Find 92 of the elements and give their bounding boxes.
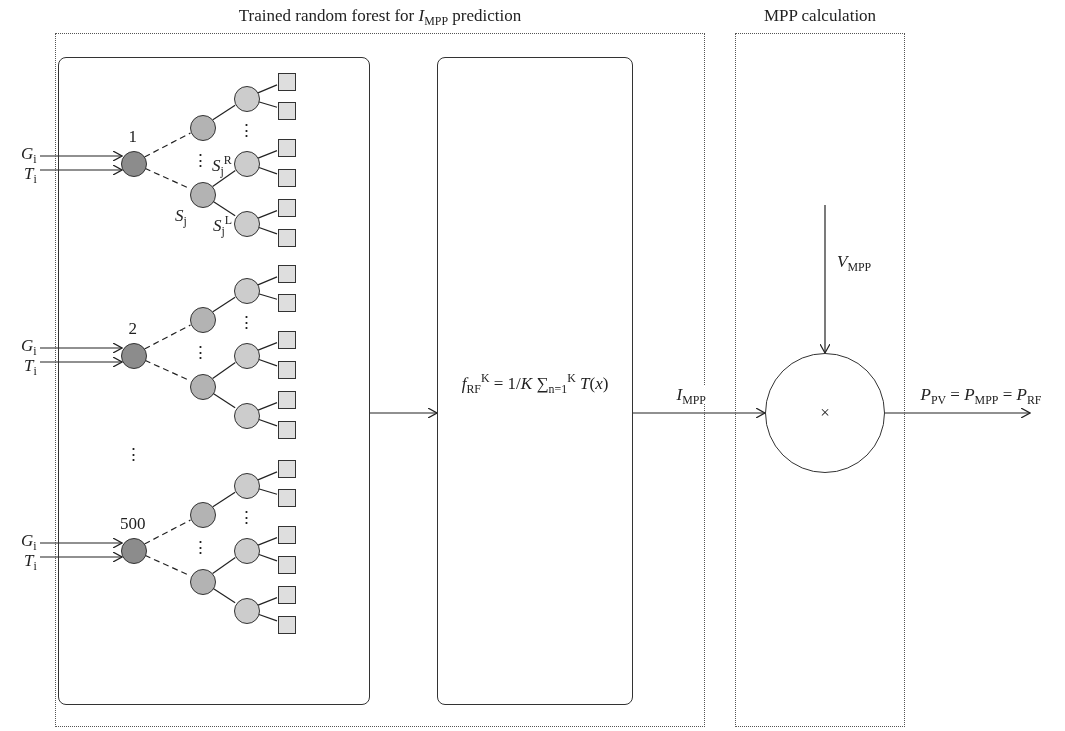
leaf-node-square bbox=[278, 102, 296, 120]
connector-line bbox=[143, 324, 192, 350]
connector-line bbox=[257, 276, 278, 286]
tree-node-circle bbox=[234, 211, 260, 237]
node-label: S$_{j}$ bbox=[175, 206, 187, 226]
tree-node-circle bbox=[190, 307, 216, 333]
connector-line bbox=[143, 132, 192, 158]
leaf-node-square bbox=[278, 460, 296, 478]
connector-line bbox=[212, 361, 236, 380]
tree-node-circle bbox=[190, 182, 216, 208]
group-title: MPP calculation bbox=[763, 7, 877, 26]
connector-line bbox=[257, 150, 278, 159]
tree-node-circle bbox=[234, 343, 260, 369]
tree-node-circle bbox=[190, 374, 216, 400]
arrow bbox=[39, 356, 123, 368]
leaf-node-square bbox=[278, 616, 296, 634]
tree-node-circle bbox=[234, 278, 260, 304]
arrow bbox=[632, 407, 766, 419]
ellipsis-dots: ⋮ bbox=[237, 121, 255, 141]
connector-line bbox=[212, 556, 236, 575]
tree-node-circle bbox=[121, 151, 147, 177]
leaf-node-square bbox=[278, 139, 296, 157]
connector-line bbox=[257, 537, 278, 546]
connector-line bbox=[257, 597, 278, 606]
ellipsis-dots: ⋮ bbox=[191, 343, 209, 363]
tree-node-circle bbox=[234, 473, 260, 499]
connector-line bbox=[257, 342, 278, 351]
arrow bbox=[39, 150, 123, 162]
leaf-node-square bbox=[278, 489, 296, 507]
connector-line bbox=[257, 101, 278, 108]
connector-line bbox=[257, 471, 278, 481]
ellipsis-dots: ⋮ bbox=[124, 445, 142, 465]
ellipsis-dots: ⋮ bbox=[237, 313, 255, 333]
node-label: 1 bbox=[128, 127, 137, 147]
arrow bbox=[884, 407, 1031, 419]
arrow bbox=[39, 164, 123, 176]
leaf-node-square bbox=[278, 556, 296, 574]
tree-node-circle bbox=[234, 598, 260, 624]
tree-node-circle bbox=[234, 538, 260, 564]
arrow bbox=[39, 537, 123, 549]
connector-line bbox=[257, 418, 278, 427]
connector-line bbox=[212, 587, 236, 604]
leaf-node-square bbox=[278, 331, 296, 349]
node-label: 500 bbox=[120, 514, 146, 534]
connector-line bbox=[257, 553, 278, 562]
connector-line bbox=[257, 210, 278, 219]
connector-line bbox=[257, 226, 278, 235]
connector-line bbox=[257, 358, 278, 367]
edge-label: I$_{MPP}$ bbox=[675, 385, 707, 405]
connector-line bbox=[257, 84, 278, 94]
tree-node-circle bbox=[190, 502, 216, 528]
tree-node-circle bbox=[190, 115, 216, 141]
leaf-node-square bbox=[278, 169, 296, 187]
connector-line bbox=[212, 392, 236, 409]
leaf-node-square bbox=[278, 421, 296, 439]
node-label: 2 bbox=[128, 319, 137, 339]
arrow bbox=[369, 407, 438, 419]
leaf-node-square bbox=[278, 586, 296, 604]
connector-line bbox=[212, 296, 236, 313]
formula-box: f$_{RF}$$^{K}$ = 1/K ∑$_{n=1}$$^{K}$ T(x) bbox=[437, 57, 633, 705]
tree-panel bbox=[58, 57, 370, 705]
connector-line bbox=[212, 200, 236, 217]
tree-node-circle bbox=[234, 403, 260, 429]
tree-node-circle bbox=[121, 343, 147, 369]
tree-node-circle bbox=[234, 86, 260, 112]
connector-line bbox=[257, 402, 278, 411]
connector-line bbox=[212, 169, 236, 188]
connector-line bbox=[257, 613, 278, 622]
ellipsis-dots: ⋮ bbox=[191, 151, 209, 171]
arrow bbox=[819, 204, 831, 354]
ellipsis-dots: ⋮ bbox=[191, 538, 209, 558]
connector-line bbox=[257, 166, 278, 175]
tree-node-circle bbox=[190, 569, 216, 595]
leaf-node-square bbox=[278, 265, 296, 283]
leaf-node-square bbox=[278, 199, 296, 217]
arrow bbox=[39, 551, 123, 563]
leaf-node-square bbox=[278, 73, 296, 91]
ellipsis-dots: ⋮ bbox=[237, 508, 255, 528]
leaf-node-square bbox=[278, 229, 296, 247]
connector-line bbox=[257, 293, 278, 300]
leaf-node-square bbox=[278, 391, 296, 409]
group-title: Trained random forest for I$_{MPP}$ prediction bbox=[238, 7, 522, 26]
tree-node-circle bbox=[121, 538, 147, 564]
leaf-node-square bbox=[278, 361, 296, 379]
connector-line bbox=[143, 519, 192, 545]
leaf-node-square bbox=[278, 526, 296, 544]
connector-line bbox=[212, 491, 236, 508]
connector-line bbox=[212, 104, 236, 121]
tree-node-circle bbox=[234, 151, 260, 177]
arrow bbox=[39, 342, 123, 354]
leaf-node-square bbox=[278, 294, 296, 312]
connector-line bbox=[257, 488, 278, 495]
